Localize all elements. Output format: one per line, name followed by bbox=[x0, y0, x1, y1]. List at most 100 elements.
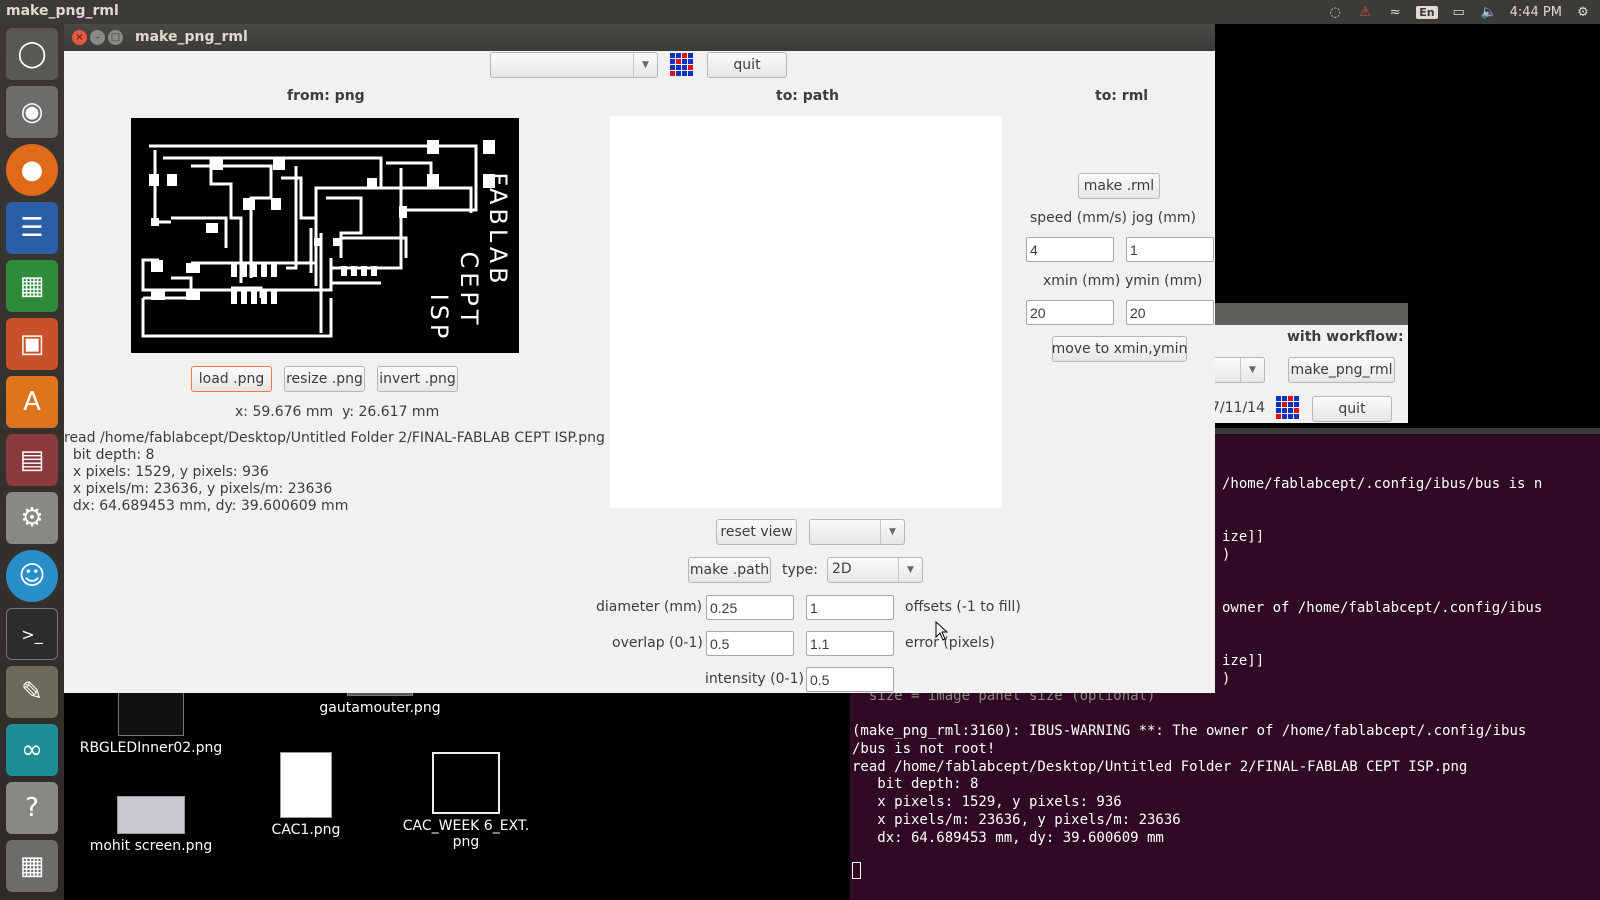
close-icon[interactable]: × bbox=[72, 30, 87, 45]
pcb-text-isp: ISP bbox=[425, 294, 453, 343]
file-info-line: x pixels: 1529, y pixels: 936 bbox=[64, 464, 269, 480]
files-icon[interactable]: ▤ bbox=[6, 434, 58, 486]
file-info-line: x pixels/m: 23636, y pixels/m: 23636 bbox=[64, 481, 333, 497]
maximize-icon[interactable]: □ bbox=[108, 30, 123, 45]
writer-icon[interactable]: ☰ bbox=[6, 202, 58, 254]
resize-png-button[interactable]: resize .png bbox=[284, 366, 365, 392]
terminal-titlebar[interactable] bbox=[850, 428, 1600, 434]
help-icon[interactable]: ? bbox=[6, 782, 58, 834]
workflow-combo[interactable]: ▼ bbox=[490, 52, 658, 78]
speed-label: speed (mm/s) bbox=[1030, 210, 1127, 226]
xmin-label: xmin (mm) bbox=[1043, 273, 1121, 289]
overlap-input[interactable] bbox=[706, 631, 794, 656]
warning-icon[interactable]: ⚠ bbox=[1359, 4, 1372, 20]
cursor-coordinates: x: 59.676 mm y: 26.617 mm bbox=[235, 404, 440, 420]
type-combo-value: 2D bbox=[832, 561, 852, 577]
bg-quit-button[interactable]: quit bbox=[1312, 396, 1392, 422]
desktop-file-icon[interactable]: CAC1.png bbox=[256, 752, 356, 838]
desktop-file-label: CAC1.png bbox=[271, 822, 341, 838]
firefox-icon[interactable]: ● bbox=[6, 144, 58, 196]
wifi-icon[interactable]: ≈ bbox=[1389, 4, 1401, 20]
camera-icon[interactable]: ◉ bbox=[6, 86, 58, 138]
jog-label: jog (mm) bbox=[1132, 210, 1196, 226]
make-path-button[interactable]: make .path bbox=[688, 557, 771, 583]
desktop-file-label: gautamouter.png bbox=[319, 700, 441, 716]
chevron-down-icon: ▼ bbox=[633, 53, 657, 77]
path-preview-canvas[interactable] bbox=[610, 116, 1002, 508]
desktop-file-label: RBGLEDInner02.png bbox=[79, 740, 223, 756]
window-titlebar[interactable]: × – □ make_png_rml bbox=[64, 24, 1215, 51]
window-title: make_png_rml bbox=[135, 29, 248, 45]
file-info-line: dx: 64.689453 mm, dy: 39.600609 mm bbox=[64, 498, 349, 514]
type-label: type: bbox=[782, 562, 818, 578]
move-to-xmin-ymin-button[interactable]: move to xmin,ymin bbox=[1052, 336, 1187, 362]
xmin-input[interactable] bbox=[1026, 300, 1114, 325]
to-path-header: to: path bbox=[776, 88, 839, 104]
offsets-label: offsets (-1 to fill) bbox=[905, 599, 1021, 615]
system-tray: ◌ ⚠ ≈ En ▭ 🔈 4:44 PM ⚙ bbox=[1326, 2, 1592, 22]
reset-view-button[interactable]: reset view bbox=[716, 519, 797, 545]
intensity-label: intensity (0-1) bbox=[705, 671, 804, 687]
workflow-label: with workflow: bbox=[1287, 329, 1404, 345]
terminal-line: /home/fablabcept/.config/ibus/bus is n bbox=[1222, 476, 1543, 492]
pcb-traces: FABLAB CEPT ISP bbox=[141, 140, 512, 343]
error-label: error (pixels) bbox=[905, 635, 995, 651]
background-make-png-rml-window[interactable]: with workflow: ▼ make_png_rml 7/11/14 qu… bbox=[1211, 303, 1408, 423]
terminal-icon[interactable]: >_ bbox=[6, 608, 58, 660]
ymin-input[interactable] bbox=[1126, 300, 1214, 325]
software-center-icon[interactable]: A bbox=[6, 376, 58, 428]
ubuntu-dash-icon[interactable]: ◯ bbox=[6, 28, 58, 80]
fab-logo-icon bbox=[1276, 396, 1299, 419]
volume-icon[interactable]: 🔈 bbox=[1480, 4, 1497, 20]
load-png-button[interactable]: load .png bbox=[191, 366, 272, 392]
impress-icon[interactable]: ▣ bbox=[6, 318, 58, 370]
empathy-icon[interactable]: ☺ bbox=[6, 550, 58, 602]
type-combo[interactable]: 2D ▼ bbox=[827, 557, 923, 583]
keyboard-layout-indicator[interactable]: En bbox=[1416, 5, 1438, 19]
terminal-line: ize]] bbox=[1222, 653, 1265, 669]
invert-png-button[interactable]: invert .png bbox=[377, 366, 458, 392]
settings-icon[interactable]: ⚙ bbox=[6, 492, 58, 544]
intensity-input[interactable] bbox=[806, 667, 894, 692]
pcb-text-cept: CEPT bbox=[455, 251, 483, 328]
offsets-input[interactable] bbox=[806, 595, 894, 620]
make-png-rml-window[interactable]: × – □ make_png_rml ▼ quit from: png to: … bbox=[64, 24, 1215, 693]
terminal-line: /bus is not root! bbox=[852, 741, 996, 757]
minimize-icon[interactable]: – bbox=[90, 30, 105, 45]
terminal-line: ize]] bbox=[1222, 529, 1265, 545]
quit-button[interactable]: quit bbox=[707, 52, 787, 78]
from-png-header: from: png bbox=[287, 88, 365, 104]
diameter-label: diameter (mm) bbox=[596, 599, 703, 615]
date-fragment: 7/11/14 bbox=[1211, 400, 1265, 416]
battery-icon[interactable]: ▭ bbox=[1452, 4, 1465, 20]
error-input[interactable] bbox=[806, 631, 894, 656]
speed-input[interactable] bbox=[1026, 237, 1114, 262]
chevron-down-icon: ▼ bbox=[880, 520, 904, 544]
desktop-file-icon[interactable]: RBGLEDInner02.png bbox=[76, 690, 226, 756]
launcher: ◯ ◉ ● ☰ ▦ ▣ A ▤ ⚙ ☺ >_ ✎ ∞ ? ▦ bbox=[0, 24, 64, 900]
terminal-line: dx: 64.689453 mm, dy: 39.600609 mm bbox=[852, 830, 1164, 846]
make-rml-button[interactable]: make .rml bbox=[1078, 173, 1160, 199]
clock[interactable]: 4:44 PM bbox=[1509, 4, 1562, 20]
desktop-file-icon[interactable]: CAC_WEEK 6_EXT. png bbox=[396, 752, 536, 850]
chevron-down-icon: ▼ bbox=[898, 558, 922, 582]
png-preview-image[interactable]: FABLAB CEPT ISP bbox=[131, 118, 519, 353]
workflow-combo[interactable]: ▼ bbox=[1211, 357, 1265, 383]
terminal-line: ) bbox=[1222, 547, 1231, 563]
dropbox-icon[interactable]: ◌ bbox=[1329, 4, 1341, 20]
view-combo[interactable]: ▼ bbox=[809, 519, 905, 545]
terminal-line: bit depth: 8 bbox=[852, 776, 979, 792]
ymin-label: ymin (mm) bbox=[1125, 273, 1203, 289]
gimp-icon[interactable]: ✎ bbox=[6, 666, 58, 718]
gear-icon[interactable]: ⚙ bbox=[1577, 4, 1589, 20]
workflow-button[interactable]: make_png_rml bbox=[1288, 357, 1395, 383]
jog-input[interactable] bbox=[1126, 237, 1214, 262]
chevron-down-icon: ▼ bbox=[1240, 358, 1264, 382]
arduino-icon[interactable]: ∞ bbox=[6, 724, 58, 776]
calc-icon[interactable]: ▦ bbox=[6, 260, 58, 312]
background-window-titlebar[interactable] bbox=[1215, 303, 1408, 325]
workspace-icon[interactable]: ▦ bbox=[6, 840, 58, 892]
terminal-line: x pixels/m: 23636, y pixels/m: 23636 bbox=[852, 812, 1181, 828]
desktop-file-icon[interactable]: mohit screen.png bbox=[76, 796, 226, 854]
diameter-input[interactable] bbox=[706, 595, 794, 620]
